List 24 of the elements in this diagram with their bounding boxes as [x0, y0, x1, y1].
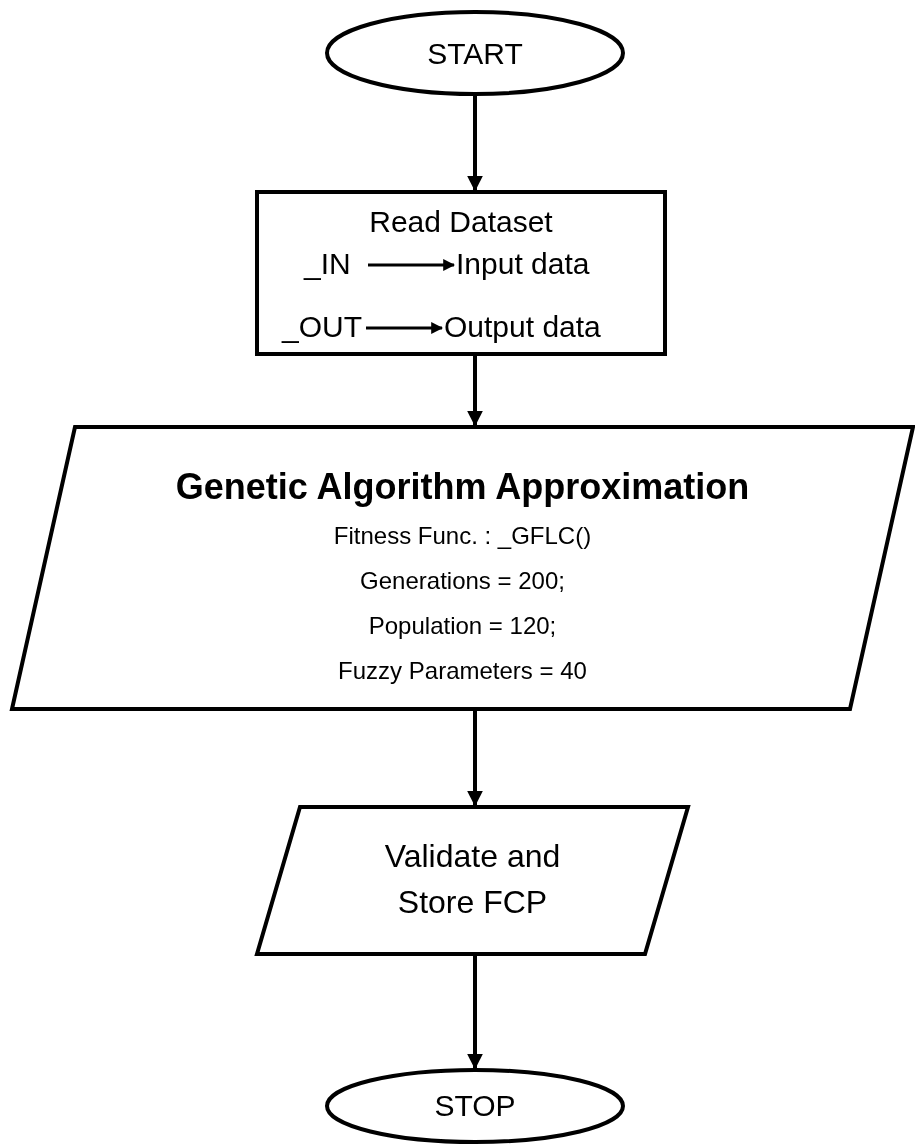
arrow [467, 956, 483, 1070]
arrow [366, 322, 444, 334]
parameter-text: Fuzzy Parameters = 40 [337, 657, 588, 686]
process-box [255, 190, 667, 356]
parameter-text: Generations = 200; [359, 567, 566, 596]
start-terminal [325, 10, 625, 96]
node-title: Validate and Store FCP [383, 837, 562, 923]
data-parallelogram [10, 425, 915, 711]
node-label: _IN [304, 246, 352, 282]
arrow [467, 356, 483, 427]
node-title: Read Dataset [368, 204, 554, 240]
node-title: START [426, 36, 524, 72]
stop-terminal [325, 1068, 625, 1144]
node-title: Genetic Algorithm Approximation [174, 465, 751, 509]
arrow [467, 96, 483, 192]
arrow [368, 259, 456, 271]
parameter-text: Fitness Func. : _GFLC() [332, 522, 593, 551]
node-label: _OUT [282, 309, 362, 345]
node-label: Output data [444, 309, 602, 345]
data-parallelogram [255, 805, 690, 956]
node-title: STOP [433, 1088, 517, 1124]
node-label: Input data [456, 246, 591, 282]
arrow [467, 711, 483, 807]
parameter-text: Population = 120; [367, 612, 558, 641]
